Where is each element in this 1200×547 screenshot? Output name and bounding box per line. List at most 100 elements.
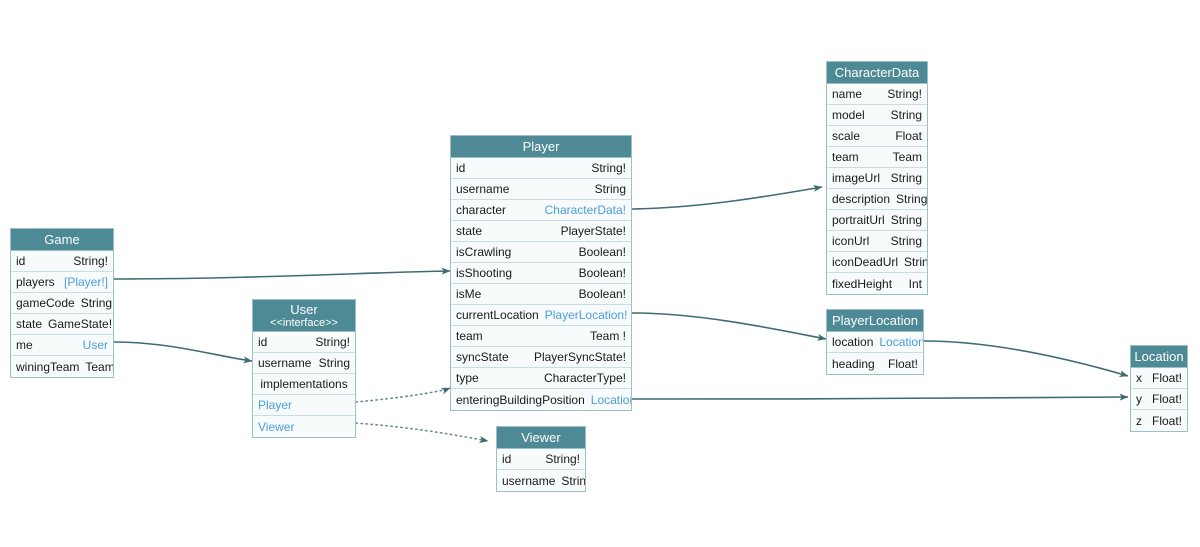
- field-name: id: [456, 161, 466, 175]
- entity-location[interactable]: Location x Float! y Float! z Float!: [1130, 345, 1188, 432]
- field-type[interactable]: CharacterData!: [544, 203, 626, 217]
- field-row[interactable]: portraitUrl String: [827, 210, 927, 231]
- field-type: PlayerSyncState!: [533, 350, 626, 364]
- field-row[interactable]: isShooting Boolean!: [451, 263, 631, 284]
- field-type: Boolean!: [578, 266, 626, 280]
- field-type: String: [890, 171, 922, 185]
- field-name: x: [1136, 371, 1142, 385]
- field-name: players: [16, 275, 55, 289]
- field-row[interactable]: gameCode String!: [11, 293, 113, 314]
- field-row[interactable]: username String: [497, 470, 585, 491]
- field-row[interactable]: description String: [827, 189, 927, 210]
- field-row[interactable]: me User: [11, 335, 113, 356]
- field-type: String!: [887, 87, 922, 101]
- entity-user[interactable]: User <<interface>> id String! username S…: [252, 299, 356, 438]
- field-name: gameCode: [16, 296, 75, 310]
- entity-user-name: User: [290, 302, 318, 317]
- field-type: String!: [545, 452, 580, 466]
- field-row[interactable]: imageUrl String: [827, 168, 927, 189]
- edge-game-me-to-user: [113, 341, 253, 364]
- entity-viewer-title: Viewer: [497, 427, 585, 449]
- field-type: String: [890, 108, 922, 122]
- field-name: Viewer: [258, 419, 295, 434]
- field-row[interactable]: character CharacterData!: [451, 200, 631, 221]
- field-row[interactable]: heading Float!: [827, 353, 923, 374]
- field-type: String: [594, 182, 626, 196]
- field-row[interactable]: type CharacterType!: [451, 368, 631, 389]
- field-row[interactable]: currentLocation PlayerLocation!: [451, 305, 631, 326]
- field-type: String!: [591, 161, 626, 175]
- field-row[interactable]: team Team !: [451, 326, 631, 347]
- field-type: Float!: [1151, 392, 1182, 406]
- field-name: username: [502, 473, 556, 488]
- field-row[interactable]: y Float!: [1131, 389, 1187, 410]
- field-type: GameState!: [48, 317, 113, 331]
- field-type: String!: [80, 296, 113, 310]
- field-row[interactable]: iconDeadUrl String: [827, 252, 927, 273]
- field-name: y: [1136, 392, 1142, 406]
- entity-viewer[interactable]: Viewer id String! username String: [496, 426, 586, 492]
- field-row[interactable]: username String: [253, 353, 355, 374]
- entity-game-title: Game: [11, 229, 113, 251]
- entity-playerlocation-title: PlayerLocation: [827, 310, 923, 332]
- field-type[interactable]: PlayerLocation!: [544, 308, 628, 322]
- field-type[interactable]: [Player!]: [63, 275, 108, 289]
- field-name: character: [456, 203, 507, 217]
- field-type: String: [896, 192, 927, 206]
- implementation-row-player[interactable]: Player: [253, 395, 355, 416]
- field-row[interactable]: username String: [451, 179, 631, 200]
- entity-characterdata[interactable]: CharacterData name String! model String …: [826, 61, 928, 295]
- field-row[interactable]: x Float!: [1131, 368, 1187, 389]
- field-type: Float!: [1151, 371, 1182, 385]
- field-type: String: [890, 213, 923, 227]
- field-name: heading: [832, 356, 875, 371]
- field-row[interactable]: id String!: [253, 332, 355, 353]
- field-type: String: [318, 356, 350, 370]
- edge-playerlocation-location-to-location: [923, 340, 1129, 377]
- field-row[interactable]: id String!: [11, 251, 113, 272]
- field-row[interactable]: players [Player!]: [11, 272, 113, 293]
- field-name: z: [1136, 413, 1142, 428]
- implementation-row-viewer[interactable]: Viewer: [253, 416, 355, 437]
- field-name: id: [258, 335, 268, 349]
- entity-playerlocation[interactable]: PlayerLocation location Location! headin…: [826, 309, 924, 375]
- field-row[interactable]: model String: [827, 105, 927, 126]
- field-row[interactable]: team Team: [827, 147, 927, 168]
- field-row[interactable]: enteringBuildingPosition Location: [451, 389, 631, 410]
- edge-user-implements-player: [355, 387, 451, 403]
- field-row[interactable]: iconUrl String: [827, 231, 927, 252]
- field-name: currentLocation: [456, 308, 539, 322]
- field-row[interactable]: winingTeam Team: [11, 356, 113, 377]
- field-name: id: [502, 452, 512, 466]
- field-name: fixedHeight: [832, 276, 893, 291]
- field-type[interactable]: User: [82, 338, 108, 352]
- field-name: iconUrl: [832, 234, 870, 248]
- field-row[interactable]: name String!: [827, 84, 927, 105]
- field-row[interactable]: isMe Boolean!: [451, 284, 631, 305]
- field-row[interactable]: isCrawling Boolean!: [451, 242, 631, 263]
- field-name: scale: [832, 129, 861, 143]
- field-name: state: [16, 317, 43, 331]
- entity-location-title: Location: [1131, 346, 1187, 368]
- field-row[interactable]: location Location!: [827, 332, 923, 353]
- field-row[interactable]: id String!: [451, 158, 631, 179]
- field-type: Team: [85, 359, 113, 374]
- field-type: String!: [315, 335, 350, 349]
- field-name: isMe: [456, 287, 482, 301]
- edge-game-players-to-player: [113, 267, 451, 280]
- field-type[interactable]: Location: [590, 392, 631, 407]
- field-name: syncState: [456, 350, 509, 364]
- entity-game[interactable]: Game id String! players [Player!] gameCo…: [10, 228, 114, 378]
- field-row[interactable]: syncState PlayerSyncState!: [451, 347, 631, 368]
- field-row[interactable]: scale Float: [827, 126, 927, 147]
- field-row[interactable]: state PlayerState!: [451, 221, 631, 242]
- field-row[interactable]: id String!: [497, 449, 585, 470]
- field-row[interactable]: fixedHeight Int: [827, 273, 927, 294]
- entity-player[interactable]: Player id String! username String charac…: [450, 135, 632, 411]
- field-row[interactable]: z Float!: [1131, 410, 1187, 431]
- field-type: String!: [73, 254, 108, 268]
- field-row[interactable]: state GameState!: [11, 314, 113, 335]
- field-type[interactable]: Location!: [879, 335, 923, 349]
- field-name: isShooting: [456, 266, 513, 280]
